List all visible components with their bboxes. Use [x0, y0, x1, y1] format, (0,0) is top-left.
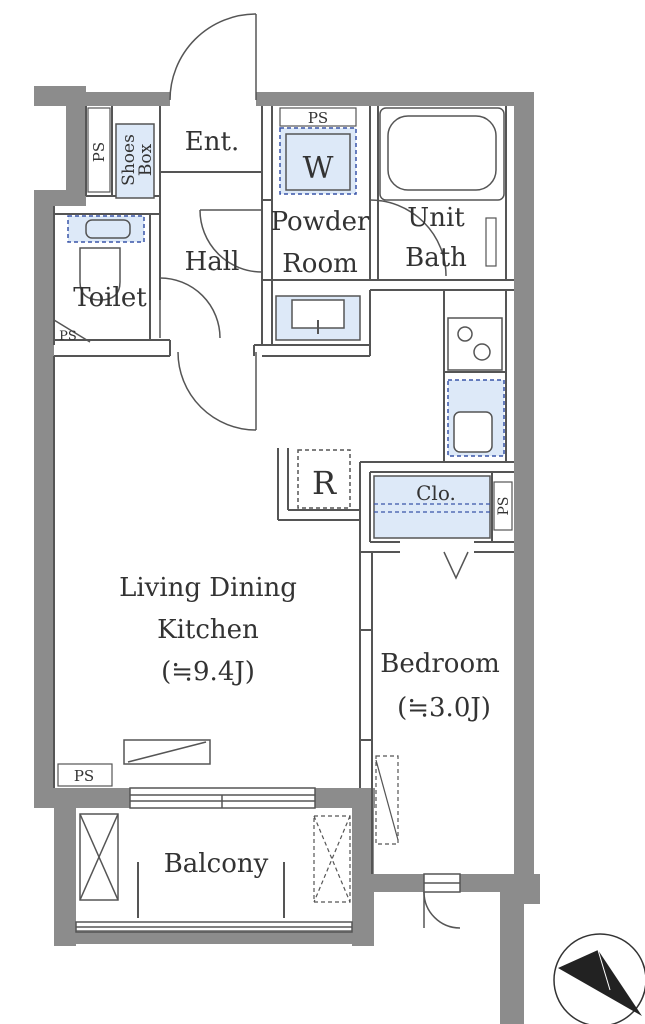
fixtures	[53, 107, 513, 918]
label-powder-room-line2: Room	[282, 249, 358, 279]
north-arrow-icon	[553, 933, 645, 1024]
doors	[159, 13, 461, 929]
label-hall: Hall	[185, 247, 240, 277]
label-shoes-box-line1: Shoes	[119, 134, 139, 186]
labels: Ent. Shoes Box Hall Powder Room Unit Bat…	[59, 109, 512, 879]
symbol-washer: W	[303, 151, 334, 186]
label-balcony: Balcony	[164, 849, 269, 879]
label-ldk-size: (≒9.4J)	[161, 657, 255, 687]
ps-label-entrance: PS	[90, 142, 108, 162]
interior-walls	[53, 106, 514, 874]
label-bedroom: Bedroom	[380, 649, 500, 679]
label-entrance: Ent.	[185, 127, 239, 157]
windows	[75, 787, 461, 933]
ps-label-powder: PS	[308, 109, 328, 127]
label-unit-bath-line1: Unit	[407, 203, 465, 233]
label-closet: Clo.	[416, 481, 456, 505]
label-powder-room-line1: Powder	[271, 207, 370, 237]
label-ldk-line2: Kitchen	[157, 615, 259, 645]
walls	[34, 86, 540, 1024]
ps-label-toilet: PS	[59, 329, 77, 344]
label-unit-bath-line2: Bath	[405, 243, 467, 273]
label-ldk-line1: Living Dining	[119, 573, 297, 603]
symbol-refrigerator: R	[312, 464, 337, 502]
ps-label-closet: PS	[496, 496, 512, 515]
ps-label-ldk: PS	[74, 767, 94, 785]
label-toilet: Toilet	[73, 283, 147, 313]
label-shoes-box-line2: Box	[136, 143, 156, 176]
label-bedroom-size: (≒3.0J)	[397, 693, 491, 723]
